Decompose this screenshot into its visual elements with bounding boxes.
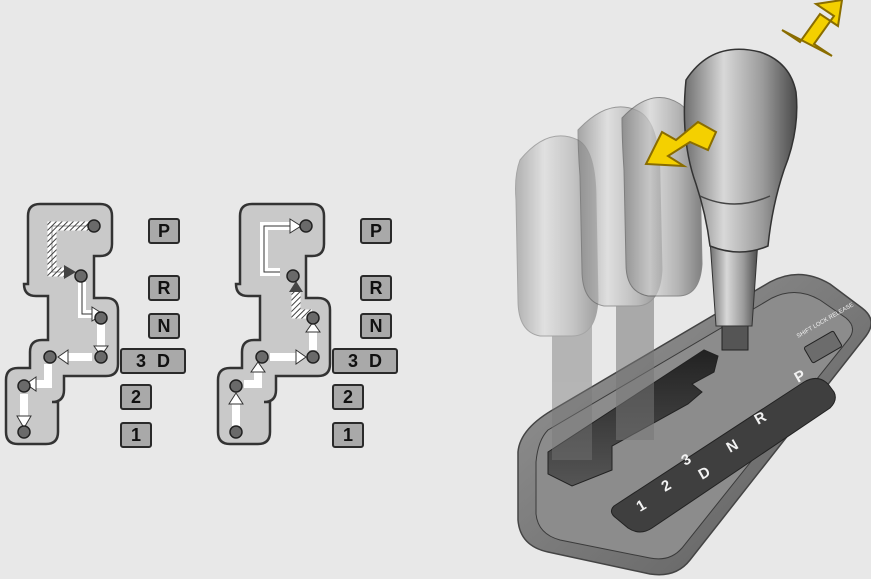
- console-label-d: D: [696, 463, 714, 483]
- console-label-2: 2: [659, 477, 675, 496]
- console-label-n: N: [724, 436, 742, 456]
- console-gate-slot: [548, 350, 718, 486]
- ghost-knob-left: [516, 136, 599, 460]
- console-label-p: P: [792, 367, 809, 387]
- console-label-3: 3: [679, 451, 695, 470]
- console-label-r: R: [752, 408, 770, 428]
- gear-label-1: 1: [120, 422, 152, 448]
- shift-knob: [684, 49, 796, 350]
- gear-label-p: P: [148, 218, 180, 244]
- gate-diagram-left: P R N 3 D 2 1: [0, 0, 220, 579]
- gear-label-r: R: [148, 275, 180, 301]
- gear-label-1: 1: [332, 422, 364, 448]
- gear-label-3d: 3 D: [120, 348, 186, 374]
- gear-label-3d: 3 D: [332, 348, 398, 374]
- gear-label-2: 2: [120, 384, 152, 410]
- shift-lock-release-label: SHIFT LOCK RELEASE: [796, 302, 855, 339]
- indicator-strip: [611, 378, 835, 532]
- gear-label-n: N: [148, 313, 180, 339]
- ghost-knob-right: [622, 98, 702, 296]
- console-plate: [518, 274, 871, 574]
- console-position-labels: P R N 3 D 2 1: [634, 367, 809, 516]
- gate-diagram-right: P R N 3 D 2 1: [212, 0, 432, 579]
- arrow-forward-icon: [782, 0, 842, 56]
- arrow-back-icon: [646, 122, 716, 166]
- gear-label-n: N: [360, 313, 392, 339]
- gear-label-2: 2: [332, 384, 364, 410]
- ghost-knob-middle: [578, 107, 662, 440]
- gear-label-r: R: [360, 275, 392, 301]
- gear-label-p: P: [360, 218, 392, 244]
- console-label-1: 1: [634, 497, 650, 516]
